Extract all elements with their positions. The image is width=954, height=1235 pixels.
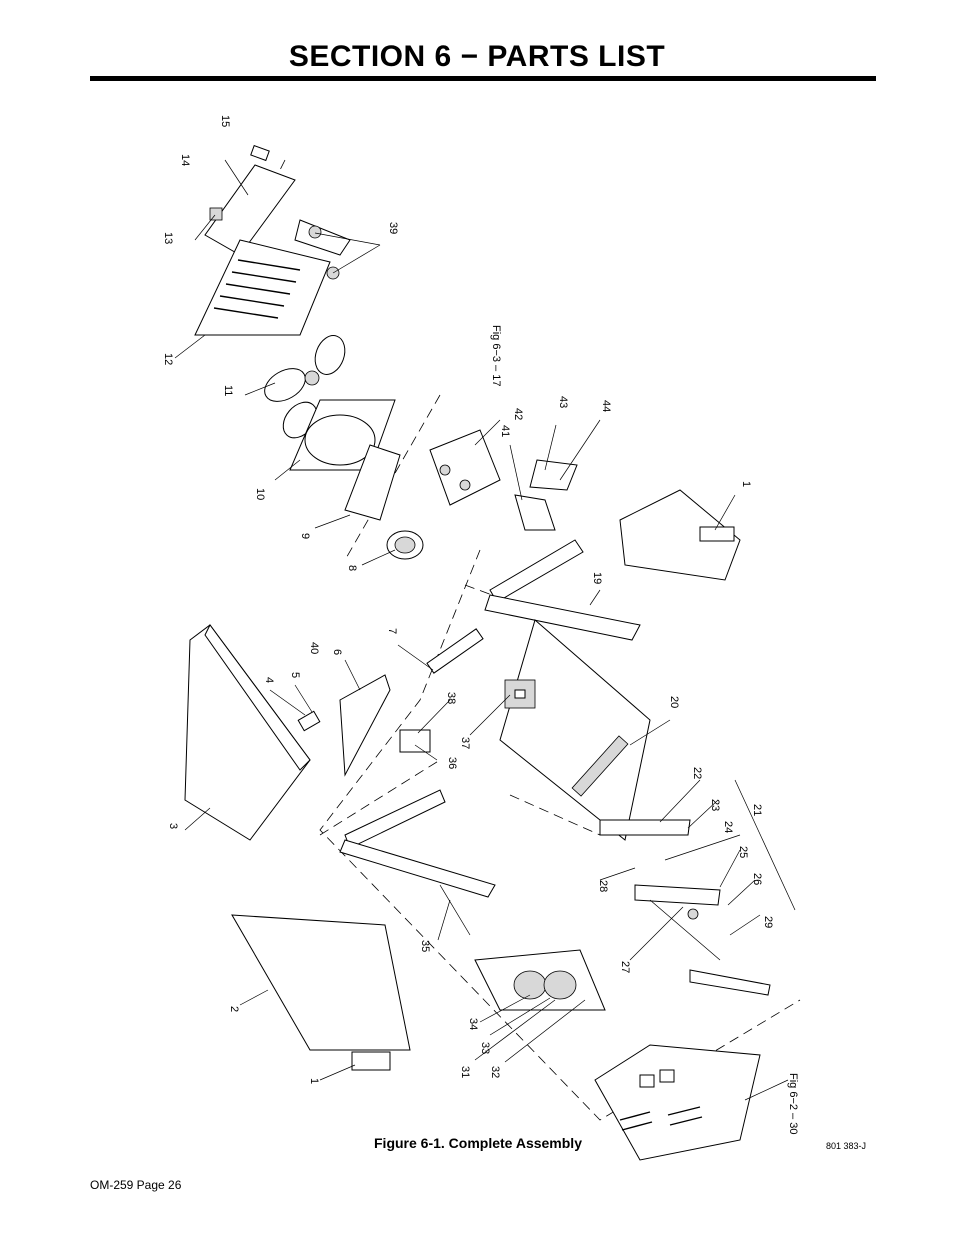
- title-rule: [90, 76, 876, 81]
- motor-bracket: [344, 444, 401, 521]
- callout-label: 40: [308, 642, 320, 654]
- control-box-assembly: [429, 429, 501, 506]
- callout-label: 36: [446, 757, 458, 769]
- callout-label: 29: [762, 916, 774, 928]
- callout-label: 2: [228, 1006, 240, 1012]
- callout-label: 27: [619, 961, 631, 973]
- front-cover-panel: [184, 624, 311, 841]
- top-cover-panel: [204, 144, 296, 256]
- figure-caption: Figure 6-1. Complete Assembly: [374, 1135, 582, 1151]
- callout-label: 5: [289, 672, 301, 678]
- callout-label: 19: [591, 572, 603, 584]
- left-side-panel: [231, 914, 411, 1051]
- fan-motor: [386, 530, 424, 560]
- lower-left-rail: [344, 789, 446, 849]
- upper-support-bracket: [599, 819, 691, 836]
- callout-label: 20: [668, 696, 680, 708]
- callout-label: Fig 6−3 – 17: [490, 325, 502, 386]
- relay-module: [399, 729, 431, 753]
- callout-labels: 15 14 13 39 12 11 10 9 8 Fig 6−3 – 17 41…: [162, 115, 799, 1134]
- callout-label: 35: [419, 940, 431, 952]
- callout-label: 23: [709, 799, 721, 811]
- shaft: [649, 899, 721, 961]
- lower-rail: [484, 594, 641, 641]
- callout-label: 39: [387, 222, 399, 234]
- callout-label: 32: [489, 1066, 501, 1078]
- rear-panel-assembly: [594, 1044, 761, 1161]
- callout-label: 44: [600, 400, 612, 412]
- callout-label: 4: [263, 677, 275, 683]
- component-bracket: [339, 674, 391, 777]
- callout-label: 6: [331, 649, 343, 655]
- callout-label: 26: [751, 873, 763, 885]
- label-plate-left: [351, 1051, 391, 1071]
- callout-label: 3: [167, 823, 179, 829]
- callout-label: 21: [751, 804, 763, 816]
- callout-label: 12: [162, 353, 174, 365]
- callout-label: 11: [222, 385, 234, 396]
- page-title: SECTION 6 − PARTS LIST: [288, 40, 666, 73]
- callout-label: 42: [512, 408, 524, 420]
- callout-label: 13: [162, 232, 174, 244]
- callout-label: 7: [386, 628, 398, 634]
- callout-label: 38: [445, 692, 457, 704]
- callout-label: 22: [691, 767, 703, 779]
- callout-label: 41: [499, 425, 511, 437]
- callout-label: 25: [737, 846, 749, 858]
- callout-label: 28: [597, 880, 609, 892]
- terminal-strip: [426, 628, 484, 674]
- callout-label: 15: [219, 115, 231, 127]
- leader-lines: [174, 159, 796, 1101]
- mounting-plate: [514, 494, 556, 531]
- label-plate: [699, 526, 735, 542]
- callout-label: 9: [299, 533, 311, 539]
- bottom-support-bracket: [689, 969, 771, 996]
- callout-label: 31: [459, 1066, 471, 1078]
- callout-label: 43: [557, 396, 569, 408]
- transformer: [504, 679, 536, 709]
- bearing: [687, 908, 699, 920]
- callout-label: 8: [346, 565, 358, 571]
- upper-rail: [489, 539, 584, 603]
- right-side-panel: [619, 489, 741, 581]
- base-panel: [499, 619, 651, 841]
- callout-label: 14: [179, 154, 191, 166]
- callout-label: 10: [254, 488, 266, 500]
- tie-rod: [439, 884, 471, 936]
- fan-blade: [264, 335, 346, 439]
- drawing-code: 801 383-J: [826, 1141, 867, 1151]
- page-footer: OM-259 Page 26: [90, 1178, 182, 1192]
- callout-label: 1: [308, 1078, 320, 1084]
- gasket-small: [297, 710, 321, 732]
- callout-label: Fig 6−2 – 30: [787, 1073, 799, 1134]
- gasket-frame: [529, 459, 578, 491]
- capacitor-bank: [474, 949, 606, 1011]
- base-channel: [571, 735, 629, 797]
- callout-label: 34: [467, 1018, 479, 1030]
- callout-label: 37: [459, 737, 471, 749]
- lower-front-rail: [339, 839, 496, 898]
- lower-support-bracket: [634, 884, 721, 906]
- callout-label: 24: [722, 821, 734, 833]
- callout-label: 33: [479, 1042, 491, 1054]
- callout-label: 1: [740, 481, 752, 487]
